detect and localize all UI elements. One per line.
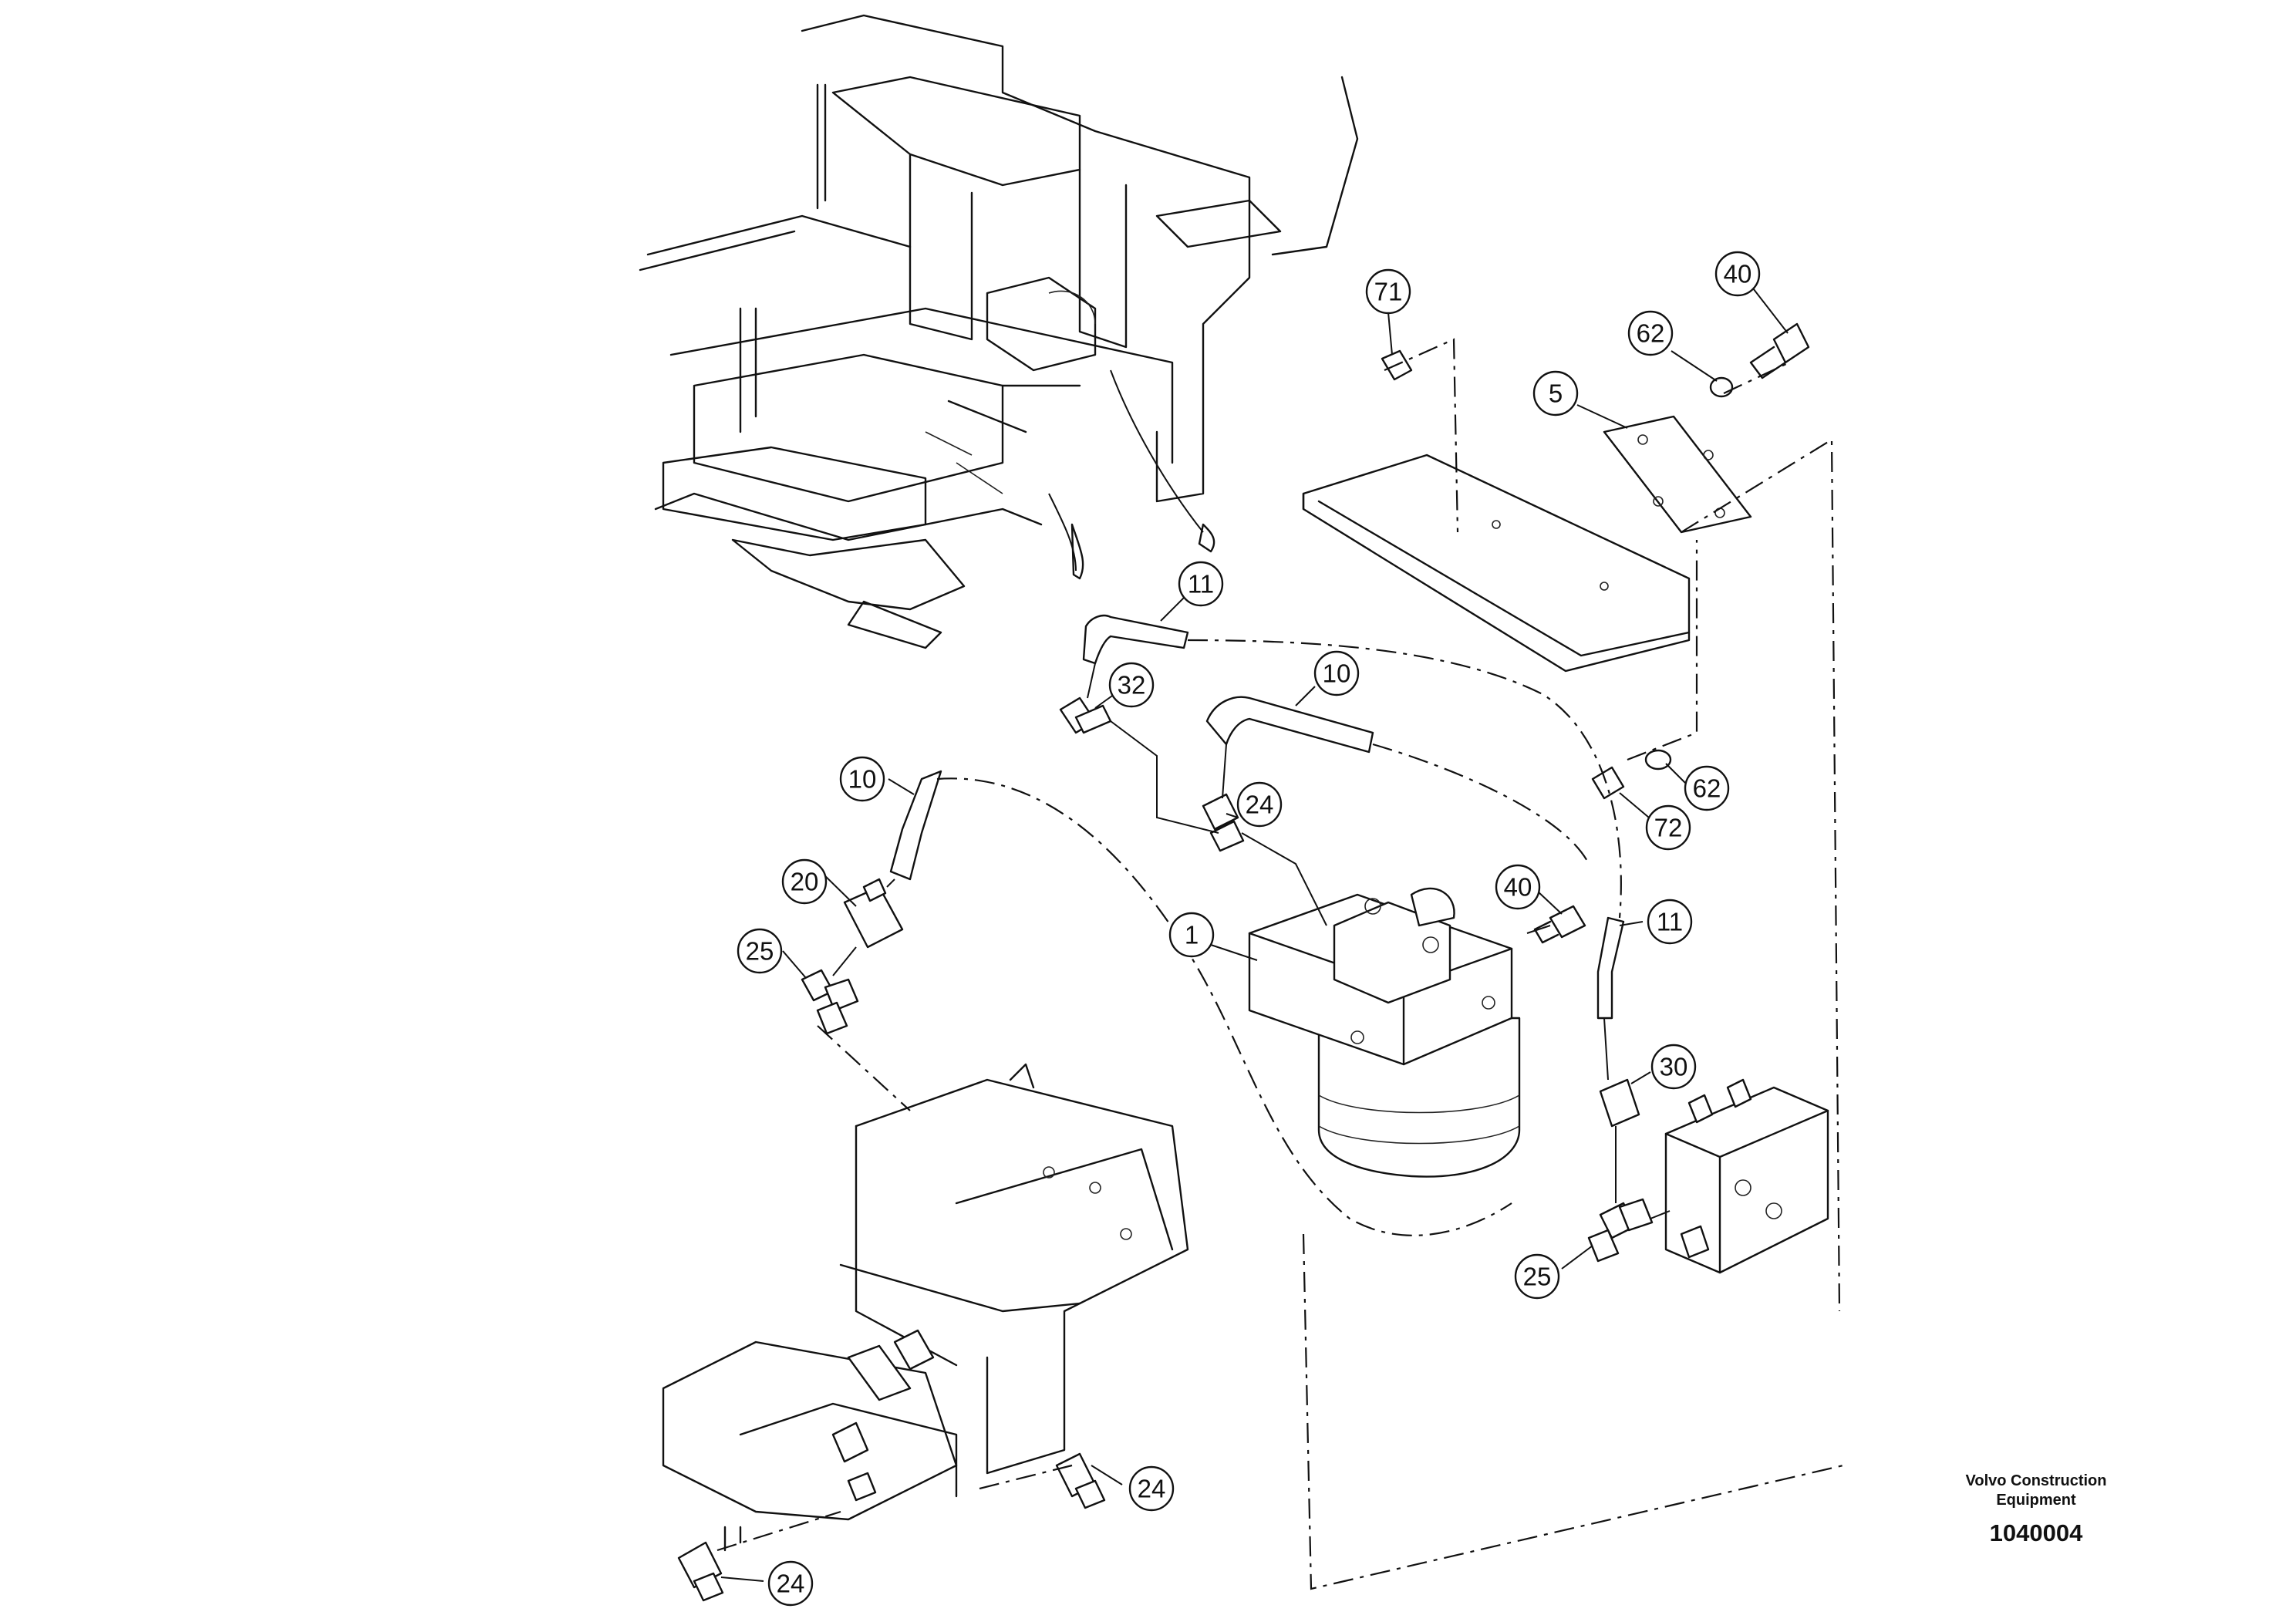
callout-72-label: 72 [1654,814,1683,842]
hose-11-top [1082,614,1189,665]
callout-11-top: 11 [1178,561,1224,607]
callout-25-right-label: 25 [1523,1263,1552,1291]
callout-24-lower: 24 [1128,1465,1175,1512]
callout-10-left: 10 [839,756,885,802]
callout-32: 32 [1108,662,1155,708]
connector-30 [1599,1078,1640,1128]
drawing-footer: Volvo Construction Equipment 1040004 [1920,1472,2152,1547]
callout-24-bottom: 24 [767,1560,814,1607]
callout-5-label: 5 [1549,379,1563,408]
main-unit-1 [1248,887,1521,1178]
machine-frame-upper [639,14,1359,649]
callout-20-label: 20 [791,868,819,896]
drawing-number: 1040004 [1989,1519,2083,1546]
hose-11-right [1596,916,1625,1020]
callout-24-mid-label: 24 [1246,791,1274,819]
mounting-bracket [1302,454,1691,673]
callout-24-lower-label: 24 [1138,1475,1166,1503]
callout-25-left: 25 [737,928,783,974]
machine-frame-lower [662,1063,1189,1552]
callout-11-right: 11 [1647,899,1693,945]
callout-40-mid-label: 40 [1504,873,1532,902]
bolt-top [1749,322,1810,379]
callout-62-right-label: 62 [1693,774,1721,803]
connector-lines [832,663,1671,1219]
callout-20: 20 [781,858,828,905]
callout-10-left-label: 10 [848,765,877,794]
callout-40-mid: 40 [1495,864,1541,910]
callout-40-top: 40 [1714,251,1761,297]
nut-72 [1591,766,1625,800]
callout-25-left-label: 25 [746,937,774,966]
fitting-40-mid [1533,905,1586,944]
brand-line-2: Equipment [1996,1492,2076,1509]
washer-top [1709,376,1734,398]
callout-5: 5 [1532,370,1579,416]
elbow-fitting-24-bottom [677,1541,724,1602]
callout-71: 71 [1365,268,1411,315]
callout-11-right-label: 11 [1657,908,1683,936]
callout-10-mid: 10 [1313,650,1360,696]
hose-10-mid [1205,696,1374,754]
callout-24-bottom-label: 24 [777,1570,805,1598]
callout-62-top: 62 [1627,310,1674,356]
callout-30: 30 [1650,1044,1697,1090]
callout-62-top-label: 62 [1637,319,1665,348]
callout-11-top-label: 11 [1188,570,1214,599]
washer-right [1644,749,1672,771]
callout-1-label: 1 [1185,921,1199,949]
callout-1: 1 [1168,912,1215,958]
callout-72: 72 [1645,804,1691,851]
adapter-20 [843,878,904,949]
callout-40-top-label: 40 [1724,260,1752,288]
callout-25-right: 25 [1514,1253,1560,1300]
cover-plate [1603,415,1752,534]
valve-block-right [1664,1078,1829,1274]
assembly-lines [716,338,1844,1590]
brand-line-1: Volvo Construction [1965,1472,2107,1489]
callout-62-right: 62 [1684,765,1730,811]
hose-10-left [889,770,942,881]
callout-10-mid-label: 10 [1323,659,1351,688]
elbow-fitting-24-lower [1055,1452,1106,1509]
tee-fitting-25-right [1587,1198,1654,1263]
callout-71-label: 71 [1374,278,1403,306]
callout-24-mid: 24 [1236,781,1283,828]
tee-fitting-25-left [801,969,859,1035]
callout-30-label: 30 [1660,1053,1688,1081]
callout-32-label: 32 [1118,671,1146,700]
